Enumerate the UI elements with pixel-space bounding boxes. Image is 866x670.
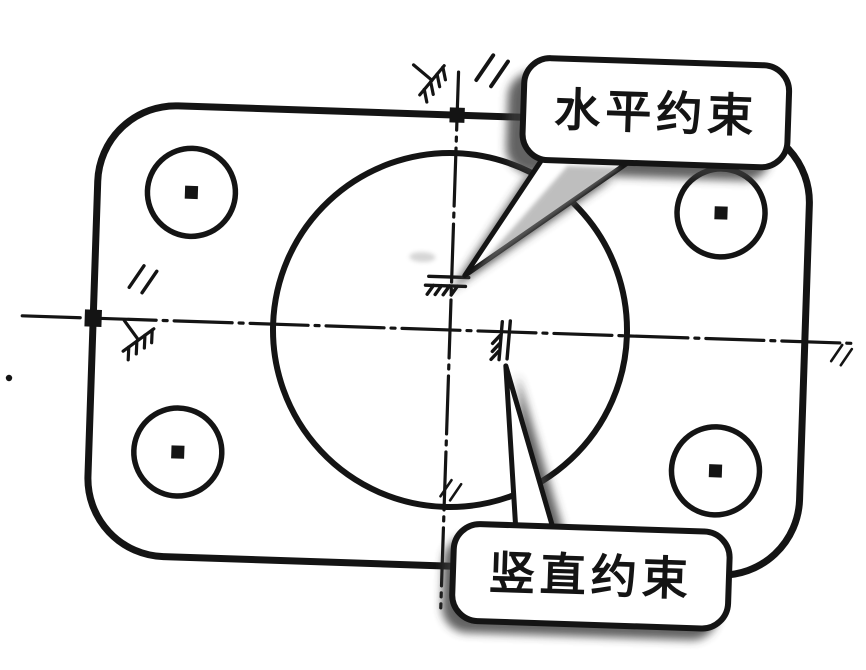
scan-speck (5, 374, 13, 382)
point-top-edge (449, 107, 465, 123)
ground-mark-left (106, 307, 162, 362)
central-circle (270, 150, 630, 510)
center-mark-top-right (714, 206, 728, 220)
parallel-mark-axis-end (829, 343, 854, 367)
callout-vertical-box (449, 521, 733, 632)
scan-smudge (409, 252, 436, 263)
callout-horizontal-leader-shadow (450, 175, 614, 291)
hole-bottom-left (131, 405, 225, 499)
callout-vertical: 竖直约束 (441, 363, 733, 641)
vertical-centerline (439, 70, 461, 610)
center-mark-bottom-left (171, 445, 185, 459)
callout-vertical-label: 竖直约束 (488, 546, 694, 605)
center-mark-top-left (184, 185, 199, 200)
center-mark-bottom-right (708, 464, 723, 478)
point-left-edge (84, 309, 102, 327)
vertical-constraint-mark (489, 319, 513, 362)
horizontal-centerline (20, 314, 860, 346)
callout-horizontal-box (519, 55, 793, 171)
callout-horizontal: 水平约束 (450, 55, 793, 291)
callout-horizontal-label: 水平约束 (554, 83, 760, 142)
hole-top-left (144, 145, 239, 240)
hole-bottom-right (668, 424, 763, 518)
parallel-mark-top (474, 52, 511, 89)
parallel-mark-left (127, 263, 159, 295)
ground-mark-top (399, 48, 454, 104)
callout-horizontal-leader-shade (471, 165, 622, 275)
